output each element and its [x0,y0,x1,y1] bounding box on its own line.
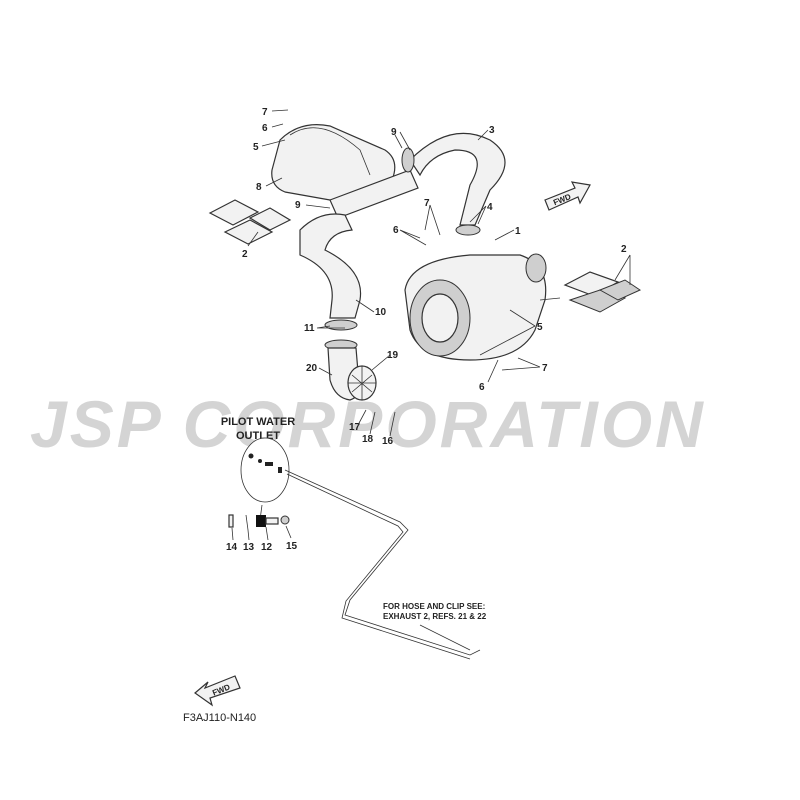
reference-note-line2: EXHAUST 2, REFS. 21 & 22 [383,612,487,621]
callout-2: 2 [242,249,248,260]
pilot-outlet-detail-circle[interactable] [240,437,290,503]
callout-6: 6 [479,382,485,393]
callout-5: 5 [537,322,543,333]
filter-pads-right[interactable] [563,271,642,313]
callout-3: 3 [489,125,495,136]
callout-7: 7 [262,107,268,118]
fwd-arrow-lower: FWD [194,675,241,707]
callouts: 7 6 5 8 2 9 3 9 7 4 6 1 2 10 11 5 19 20 … [226,107,627,553]
callout-5: 5 [253,142,259,153]
filter-pads-left[interactable] [208,199,292,245]
callout-4: 4 [487,202,493,213]
callout-1: 1 [515,226,521,237]
elbow-outlet[interactable] [327,347,377,401]
pilot-hose[interactable] [284,469,481,660]
diagram-code: F3AJ110-N140 [183,712,256,724]
callout-6: 6 [393,225,399,236]
callout-10: 10 [375,307,387,318]
duct-upper[interactable] [329,132,506,236]
callout-16: 16 [382,436,394,447]
svg-text:PILOT WATER: PILOT WATER [221,416,295,428]
callout-13: 13 [243,542,255,553]
water-box[interactable] [404,253,547,361]
callout-19: 19 [387,350,399,361]
svg-text:FWD: FWD [552,192,572,207]
callout-2: 2 [621,244,627,255]
reference-note-line1: FOR HOSE AND CLIP SEE: [383,602,485,611]
callout-11: 11 [304,323,315,334]
callout-17: 17 [349,422,361,433]
callout-9: 9 [295,200,301,211]
callout-14: 14 [226,542,238,553]
fwd-arrow-upper: FWD [544,181,591,211]
callout-20: 20 [306,363,318,374]
pilot-fittings[interactable] [228,514,290,531]
callout-7: 7 [424,198,430,209]
callout-9: 9 [391,127,397,138]
callout-7: 7 [542,363,548,374]
callout-6: 6 [262,123,268,134]
callout-12: 12 [261,542,273,553]
callout-18: 18 [362,434,374,445]
callout-8: 8 [256,182,262,193]
callout-15: 15 [286,541,298,552]
